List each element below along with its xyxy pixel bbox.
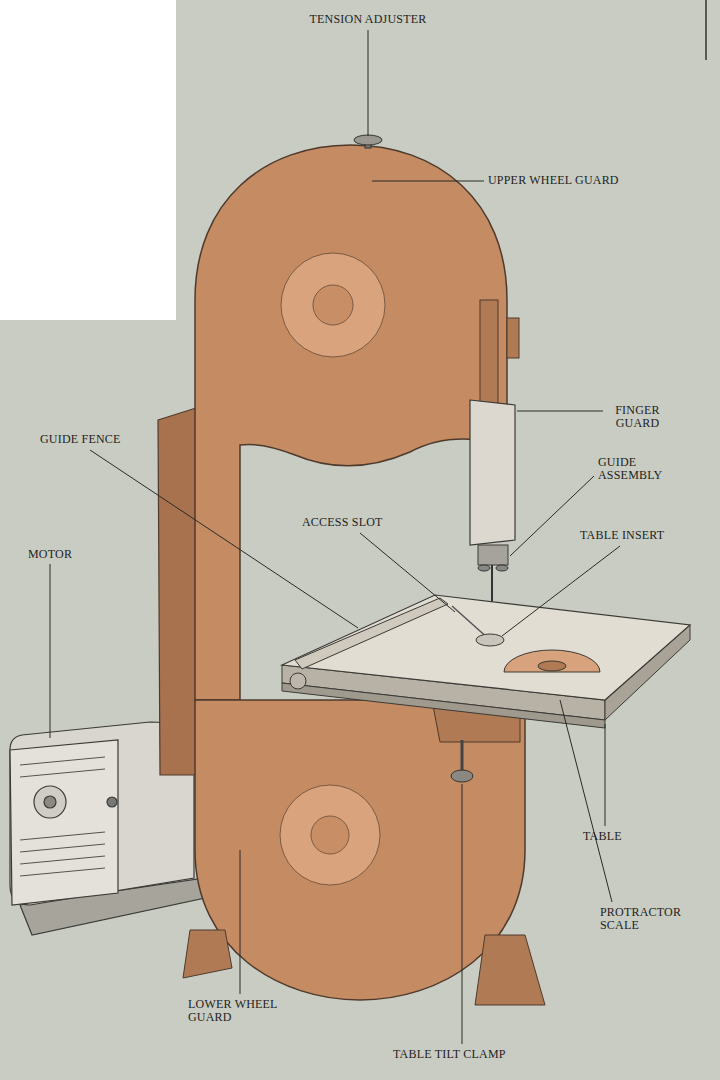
part-label: ACCESS SLOT	[302, 516, 412, 529]
part-label: TABLE	[583, 830, 643, 843]
table-insert	[476, 634, 504, 646]
leader-line	[240, 850, 241, 994]
part-label: TENSION ADJUSTER	[293, 13, 443, 26]
guard-hinge	[507, 318, 519, 358]
motor-switch	[107, 797, 117, 807]
table-top	[282, 595, 690, 700]
clamp-rod	[461, 740, 464, 772]
blank-patch	[0, 0, 176, 320]
left-foot	[183, 930, 232, 978]
right-foot	[475, 935, 545, 1005]
leader-line	[510, 476, 594, 556]
leader-line	[502, 546, 620, 636]
leader-line	[560, 700, 612, 902]
guide-assembly	[478, 545, 508, 565]
guide-roller	[478, 565, 490, 571]
guide-fence	[295, 598, 448, 669]
leader-line	[368, 30, 369, 136]
motor-shaft	[44, 796, 56, 808]
guide-roller	[496, 565, 508, 571]
lower-wheel-hub	[280, 785, 380, 885]
part-label: PROTRACTOR SCALE	[600, 906, 700, 932]
leader-line	[372, 181, 484, 182]
leader-line	[462, 784, 463, 1044]
lower-wheel-axle	[311, 816, 349, 854]
part-label: TABLE INSERT	[580, 529, 700, 542]
frame-spine	[158, 408, 196, 775]
leader-line	[517, 411, 603, 412]
page-edge-line	[705, 0, 707, 60]
part-label: TABLE TILT CLAMP	[393, 1048, 553, 1061]
lower-wheel-guard	[195, 700, 525, 1000]
fence-lock	[290, 673, 306, 689]
fence-rail	[282, 683, 605, 728]
upper-wheel-axle	[313, 285, 353, 325]
finger-guard	[470, 400, 515, 545]
motor-fins	[20, 757, 105, 876]
part-label: LOWER WHEEL GUARD	[188, 998, 288, 1024]
guide-post	[480, 300, 498, 405]
upper-wheel-hub	[281, 253, 385, 357]
motor-end-bell	[10, 740, 118, 905]
leader-line	[90, 450, 358, 628]
protractor	[504, 650, 600, 672]
tension-knob	[354, 135, 382, 145]
leader-line	[360, 533, 455, 612]
part-label: GUIDE ASSEMBLY	[598, 456, 678, 482]
part-label: GUIDE FENCE	[40, 433, 150, 446]
protractor-knob	[538, 661, 566, 671]
tilt-clamp-knob	[451, 770, 473, 782]
part-label: FINGER GUARD	[600, 404, 675, 430]
motor-shaft-boss	[34, 786, 66, 818]
part-label: MOTOR	[28, 548, 88, 561]
leader-line	[50, 564, 51, 738]
part-label: UPPER WHEEL GUARD	[488, 174, 648, 187]
leader-line	[605, 724, 606, 826]
